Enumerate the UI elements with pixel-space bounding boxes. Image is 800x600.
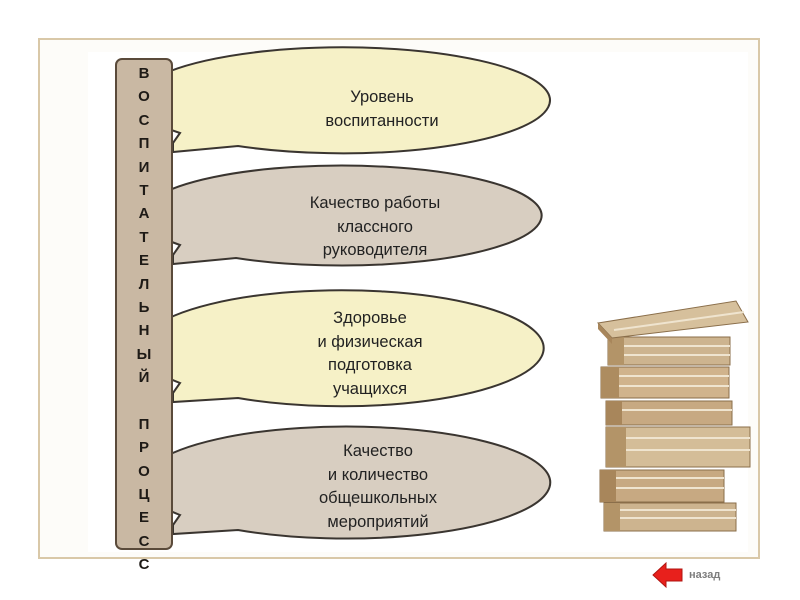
bubble-1-line: Уровень <box>350 88 414 106</box>
bubble-4-line: и количество <box>327 465 429 484</box>
vertical-letter: Р <box>138 439 149 457</box>
vertical-letter: Ц <box>138 485 150 503</box>
bubble-text-1: Уровень воспитанности <box>262 86 502 133</box>
bubble-text-2: Качество работы классного руководителя <box>255 192 495 263</box>
bubble-4-line: мероприятий <box>327 512 429 531</box>
bubble-1-line: воспитанности <box>325 111 439 130</box>
bubble-2-line: руководителя <box>322 241 428 259</box>
vertical-letter: С <box>138 111 150 129</box>
bubble-text-4: Качество и количество общешкольных мероп… <box>258 440 498 534</box>
vertical-letter: Н <box>138 322 150 340</box>
bubble-3-line: подготовка <box>328 356 412 374</box>
bubble-2-line: классного <box>337 217 413 236</box>
vertical-letter: И <box>138 158 150 176</box>
bubble-3-line: учащихся <box>332 379 408 398</box>
vertical-letter: Й <box>138 369 150 387</box>
vertical-letter: Т <box>139 228 149 246</box>
vertical-letter: Ь <box>138 299 150 317</box>
bubble-4-line: общешкольных <box>318 489 438 507</box>
book-stack-icon <box>596 300 751 532</box>
bubble-3-line: Здоровье <box>333 309 407 327</box>
bubble-4-line: Качество <box>343 442 413 460</box>
vertical-letter: П <box>138 135 150 153</box>
back-button[interactable]: назад <box>651 560 720 590</box>
vertical-letter: Е <box>138 252 149 270</box>
vertical-letter: Ы <box>136 345 152 363</box>
vertical-letter: В <box>138 65 150 82</box>
vertical-letter: С <box>138 556 150 574</box>
bubble-2-line: Качество работы <box>309 194 441 212</box>
arrow-left-icon[interactable] <box>651 560 685 590</box>
vertical-letter <box>142 390 146 413</box>
vertical-letter: С <box>138 532 150 550</box>
vertical-letter: Л <box>138 275 150 293</box>
vertical-letter: П <box>138 415 150 433</box>
vertical-letter: О <box>138 462 150 480</box>
bubble-text-3: Здоровье и физическая подготовка учащихс… <box>250 307 490 401</box>
vertical-letter: А <box>138 205 150 223</box>
back-link-label[interactable]: назад <box>689 569 721 581</box>
vertical-letter: О <box>138 88 150 106</box>
vertical-label-bar <box>115 58 173 550</box>
vertical-letter: Т <box>139 182 149 200</box>
vertical-letter: Е <box>138 509 149 527</box>
bubble-3-line: и физическая <box>317 332 423 351</box>
